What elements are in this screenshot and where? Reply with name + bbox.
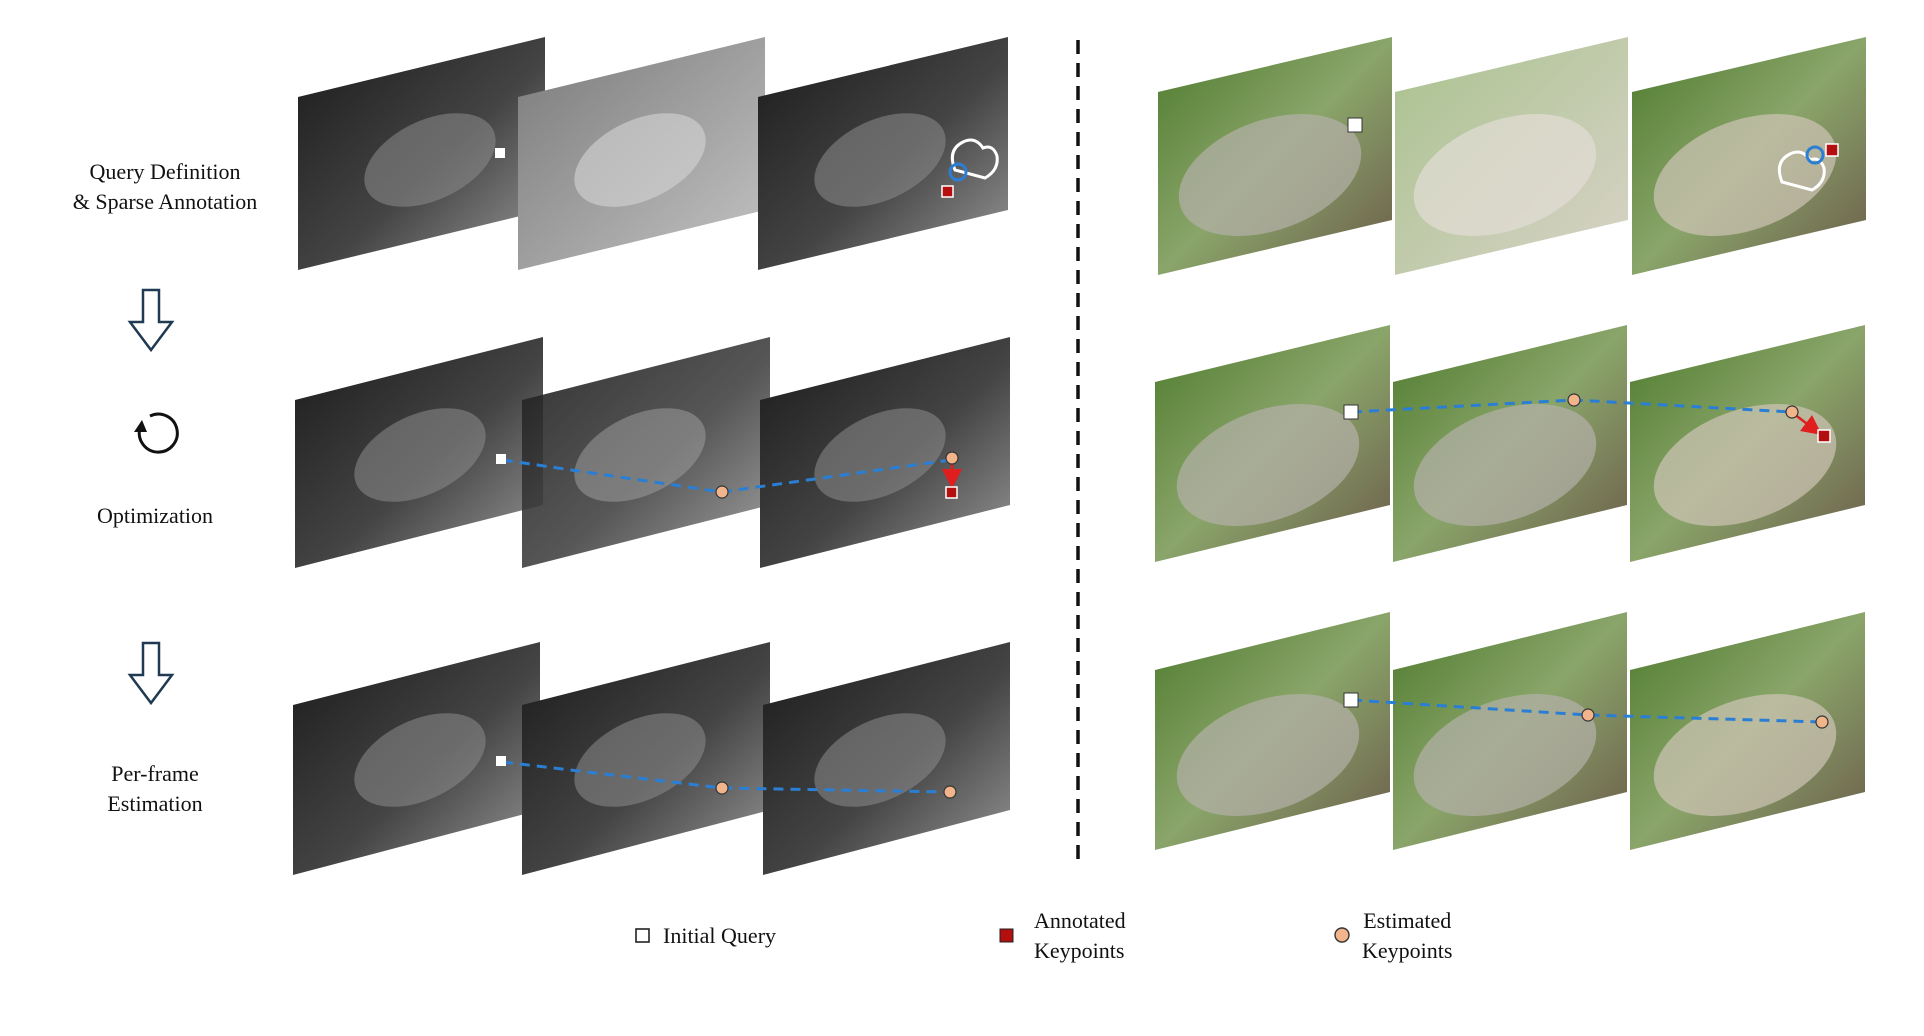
- estimated-keypoint-marker: [715, 485, 729, 499]
- initial-query-marker: [496, 454, 506, 464]
- koala-body: [1176, 693, 1360, 817]
- legend-estimated-label: Estimated Keypoints: [1362, 906, 1452, 966]
- step-optimization-label: Optimization: [96, 503, 214, 528]
- legend-annotated-line-2: Keypoints: [1034, 938, 1125, 963]
- refresh-icon: [137, 412, 179, 454]
- koala-body: [1653, 113, 1837, 237]
- initial-query-marker: [496, 756, 506, 766]
- estimated-keypoint-marker: [1567, 393, 1581, 407]
- fly-body: [574, 113, 706, 207]
- estimated-keypoint-marker: [1785, 405, 1799, 419]
- initial-query-marker: [495, 148, 505, 158]
- fly-row-optimization: [295, 337, 1010, 568]
- down-arrow-icon: [127, 288, 175, 353]
- initial-query-marker: [1343, 692, 1359, 708]
- refresh-arrowhead: [134, 420, 147, 432]
- fly-body: [574, 408, 706, 502]
- estimated-keypoint-marker: [943, 785, 957, 799]
- legend-annotated-keypoint-icon: [999, 928, 1014, 943]
- initial-query-marker: [1347, 117, 1363, 133]
- step-estimation-line-1: Per-frame: [111, 761, 199, 786]
- legend-initial-query-icon: [635, 928, 650, 943]
- koala-body: [1653, 693, 1837, 817]
- fly-body: [814, 113, 946, 207]
- click-ring-icon: [1805, 145, 1825, 165]
- annotated-keypoint-marker: [941, 185, 954, 198]
- koala-body: [1413, 113, 1597, 237]
- legend-annotated-label: Annotated Keypoints: [1034, 906, 1126, 966]
- click-ring-icon: [948, 162, 968, 182]
- step-query-line-2: & Sparse Annotation: [72, 189, 258, 214]
- koala-body: [1176, 403, 1360, 527]
- estimated-keypoint-marker: [945, 451, 959, 465]
- fly-body: [354, 713, 486, 807]
- annotated-keypoint-marker: [1817, 429, 1831, 443]
- annotated-keypoint-marker: [1825, 143, 1839, 157]
- estimated-keypoint-marker: [1815, 715, 1829, 729]
- fly-row-estimation: [293, 642, 1010, 875]
- legend-estimated-keypoint-icon: [1334, 927, 1350, 943]
- estimated-keypoint-marker: [715, 781, 729, 795]
- fly-row-query: [298, 37, 1008, 270]
- legend-annotated-line-1: Annotated: [1034, 908, 1126, 933]
- legend-estimated-line-1: Estimated: [1363, 908, 1452, 933]
- step-query-label: Query Definition & Sparse Annotation: [30, 157, 300, 217]
- down-arrow-icon: [127, 641, 175, 706]
- fly-body: [354, 408, 486, 502]
- step-estimation-line-2: Estimation: [107, 791, 203, 816]
- koala-body: [1178, 113, 1362, 237]
- fly-body: [814, 408, 946, 502]
- step-estimation-label: Per-frame Estimation: [30, 759, 280, 819]
- koala-row-query: [1158, 37, 1866, 275]
- fly-body: [364, 113, 496, 207]
- step-query-line-1: Query Definition: [89, 159, 241, 184]
- estimated-keypoint-marker: [1581, 708, 1595, 722]
- track-line: [502, 760, 951, 794]
- legend-initial-query-label: Initial Query: [663, 923, 777, 948]
- fly-body: [814, 713, 946, 807]
- koala-row-optimization: [1155, 325, 1865, 562]
- correction-arrow: [1793, 413, 1822, 435]
- hand-pointer-icon: [950, 138, 999, 180]
- koala-body: [1653, 403, 1837, 527]
- koala-body: [1413, 403, 1597, 527]
- legend-estimated-line-2: Keypoints: [1362, 938, 1453, 963]
- koala-row-estimation: [1155, 612, 1865, 850]
- initial-query-marker: [1343, 404, 1359, 420]
- track-line: [1351, 698, 1823, 724]
- annotated-keypoint-marker: [945, 486, 958, 499]
- koala-body: [1413, 693, 1597, 817]
